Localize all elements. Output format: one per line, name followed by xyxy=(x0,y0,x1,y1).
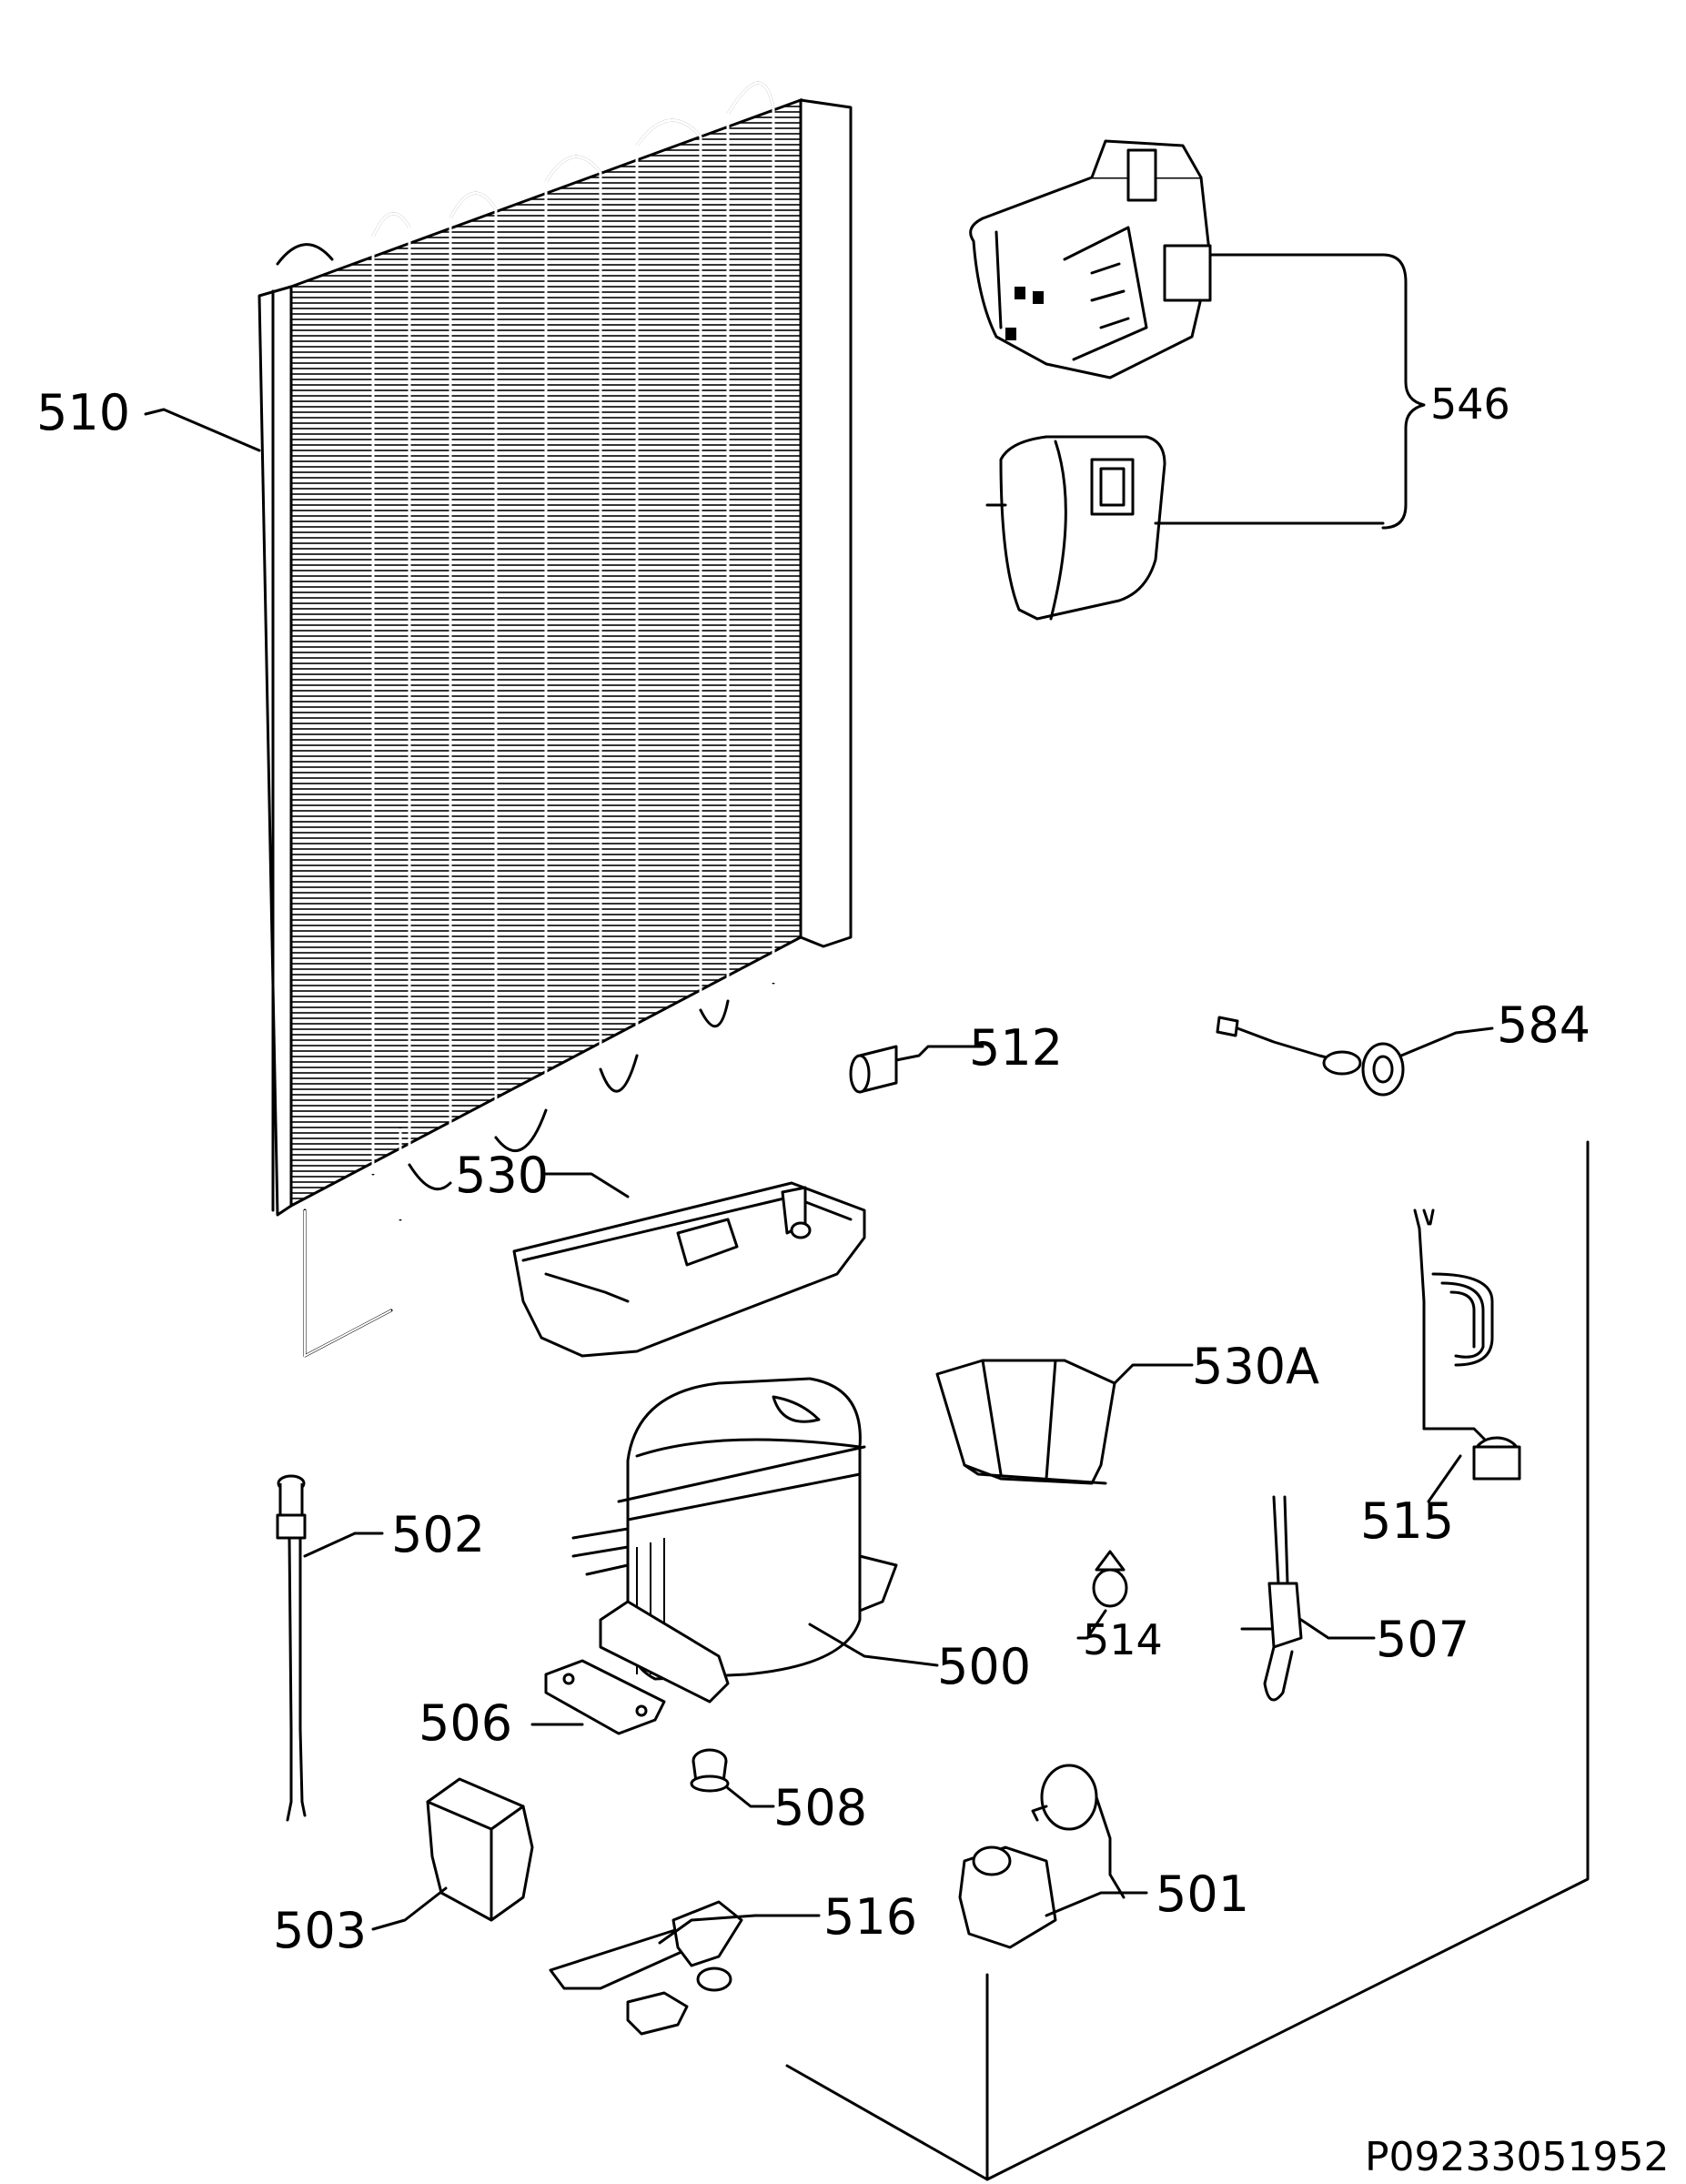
label-530A: 530A xyxy=(1192,1338,1319,1395)
grommet-508 xyxy=(690,1748,775,1808)
condenser-510 xyxy=(144,81,853,1358)
label-516: 516 xyxy=(823,1888,917,1946)
label-510: 510 xyxy=(36,384,130,441)
relay-wire-502 xyxy=(276,1474,384,1822)
heater-515 xyxy=(1413,1208,1521,1503)
cabinet-outline xyxy=(785,1140,1590,2181)
relay-501 xyxy=(958,1764,1148,1949)
capacitor-503 xyxy=(371,1777,534,1931)
label-584: 584 xyxy=(1497,996,1590,1054)
cup-530A xyxy=(935,1359,1194,1485)
label-512: 512 xyxy=(969,1019,1063,1077)
drip-tray-530 xyxy=(512,1172,866,1358)
label-514: 514 xyxy=(1083,1615,1163,1664)
label-501: 501 xyxy=(1156,1866,1249,1923)
sleeve-512 xyxy=(849,1045,984,1094)
label-503: 503 xyxy=(273,1902,367,1959)
control-unit-546 xyxy=(969,139,1426,621)
label-506: 506 xyxy=(419,1694,512,1752)
label-502: 502 xyxy=(391,1506,485,1563)
label-515: 515 xyxy=(1360,1492,1454,1550)
label-530: 530 xyxy=(455,1147,549,1204)
clamp-516 xyxy=(549,1900,821,2036)
label-546: 546 xyxy=(1430,379,1510,429)
label-507: 507 xyxy=(1376,1611,1469,1668)
bracket-506 xyxy=(530,1659,666,1735)
sensor-584 xyxy=(1216,1016,1494,1097)
compressor-500 xyxy=(571,1377,939,1704)
label-500: 500 xyxy=(937,1638,1031,1695)
sensor-507 xyxy=(1240,1495,1376,1702)
document-id: P09233051952 xyxy=(1365,2134,1669,2180)
label-508: 508 xyxy=(773,1779,867,1836)
grommet-514 xyxy=(1076,1550,1128,1640)
